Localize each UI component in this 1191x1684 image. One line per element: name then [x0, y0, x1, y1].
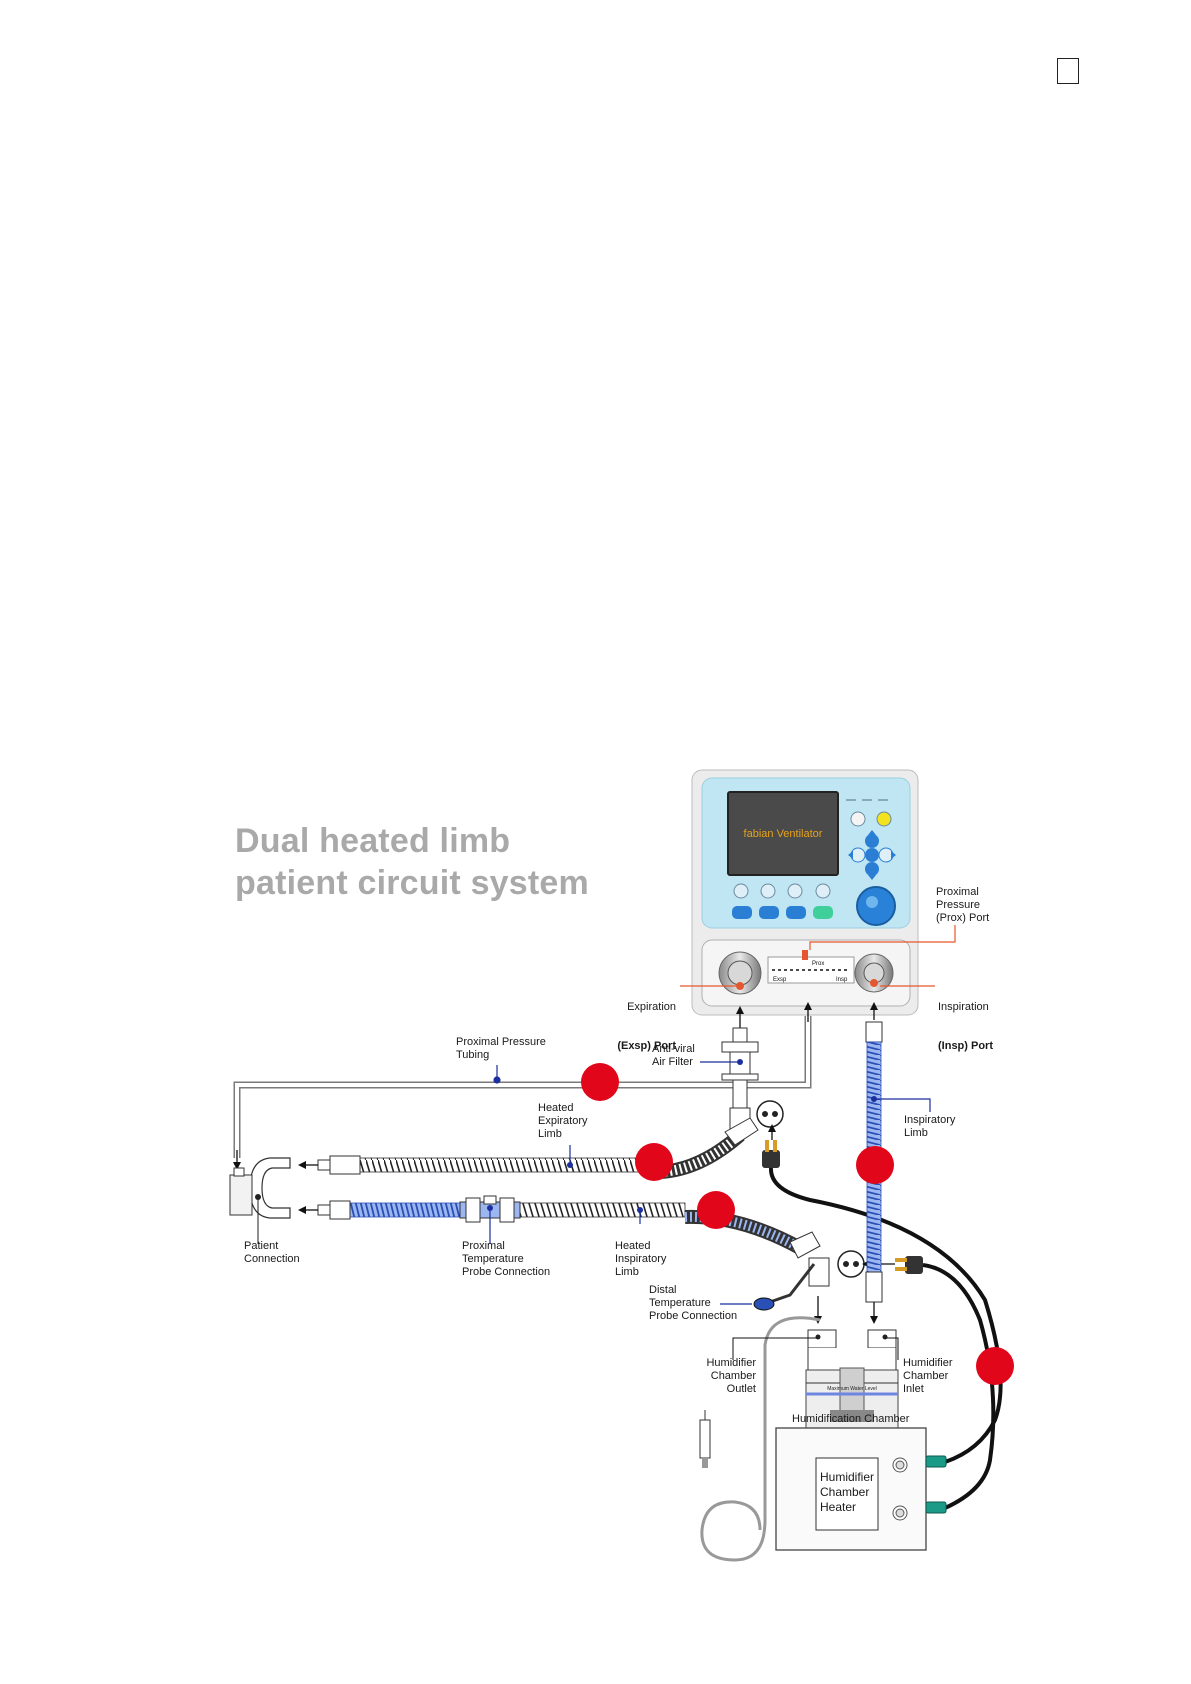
ventilator-screen [727, 791, 839, 876]
red-marker-proximal-tubing [581, 1063, 619, 1101]
label-proximal-temp-probe: Proximal Temperature Probe Connection [462, 1240, 551, 1278]
label-inspiration-port-line2: (Insp) Port [938, 1040, 993, 1052]
red-marker-heater-cable [976, 1347, 1014, 1385]
ventilator: fabian Ventilator [691, 769, 919, 1016]
title-line-2: patient circuit system [235, 864, 589, 902]
corner-box [1057, 58, 1079, 84]
patient-connection-y-piece [229, 1157, 291, 1244]
yellow-button[interactable] [876, 811, 892, 827]
heated-inspiratory-limb [298, 1195, 830, 1311]
panel-label-prox: Prox [812, 961, 824, 967]
orange-leaders [680, 925, 956, 987]
label-inspiratory-limb: Inspiratory Limb [904, 1114, 956, 1139]
label-proximal-pressure-tubing: Proximal Pressure Tubing [456, 1036, 546, 1061]
max-water-level: Maximum Water Level [827, 1386, 877, 1392]
label-proximal-pressure-port: Proximal Pressure (Prox) Port [936, 886, 990, 924]
proximal-pressure-tubing [233, 1002, 812, 1170]
label-distal-temp-probe: Distal Temperature Probe Connection [649, 1284, 738, 1322]
label-inspiration-port: Inspiration (Insp) Port [938, 975, 993, 1079]
label-heated-inspiratory-limb: Heated Inspiratory Limb [615, 1240, 667, 1278]
softkey-row[interactable] [732, 883, 833, 919]
label-humidification-chamber: Humidification Chamber [792, 1413, 910, 1425]
label-humidifier-chamber-outlet: Humidifier Chamber Outlet [706, 1357, 756, 1395]
expiratory-heater-connector [756, 1100, 1003, 1464]
panel-label-insp: Insp [836, 977, 848, 983]
heated-expiratory-limb [298, 1117, 759, 1179]
label-anti-viral-filter: Anti-viral Air Filter [652, 1043, 695, 1068]
label-patient-connection: Patient Connection [244, 1240, 300, 1265]
red-markers [581, 1063, 1014, 1385]
label-humidifier-chamber-heater: Humidifier Chamber Heater [820, 1470, 875, 1514]
label-expiration-port-line2: (Exsp) Port [617, 1040, 676, 1052]
label-heated-expiratory-limb: Heated Expiratory Limb [538, 1102, 588, 1140]
anti-viral-filter [721, 1006, 759, 1131]
white-button[interactable] [850, 811, 866, 827]
title-line-1: Dual heated limb [235, 822, 511, 860]
red-marker-vertical-limb [856, 1146, 894, 1184]
label-humidifier-chamber-inlet: Humidifier Chamber Inlet [903, 1357, 953, 1395]
label-inspiration-port-line1: Inspiration [938, 1001, 989, 1013]
red-marker-inspiratory-limb [697, 1191, 735, 1229]
blue-leaders [493, 1061, 738, 1224]
panel-label-exsp: Exsp [773, 977, 787, 983]
black-leaders [732, 1337, 899, 1360]
diagram-title: Dual heated limb patient circuit system [235, 820, 589, 904]
humidifier-chamber-heater [775, 1427, 947, 1551]
red-marker-expiratory-limb [635, 1143, 673, 1181]
navigation-cross[interactable] [848, 830, 896, 880]
label-expiration-port: Expiration (Exsp) Port [600, 975, 676, 1079]
prox-port [802, 950, 808, 960]
label-expiration-port-line1: Expiration [627, 1001, 676, 1013]
ventilator-screen-text: fabian Ventilator [744, 828, 823, 840]
